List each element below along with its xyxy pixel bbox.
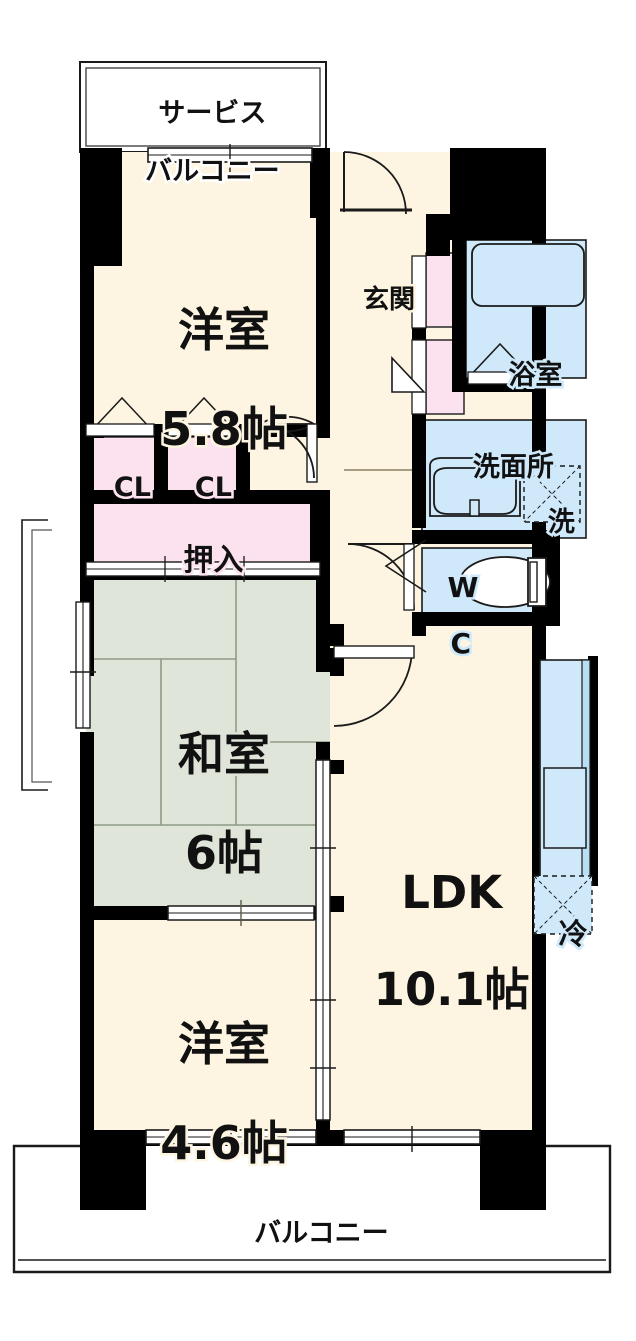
wall-toilet-bottom xyxy=(412,612,560,626)
wall-kitchen-top xyxy=(532,624,546,662)
wall-outer-left-bay-top xyxy=(80,500,94,572)
doors xyxy=(85,151,545,727)
closet-left-fill xyxy=(85,436,161,492)
wall-ldk-left-upper xyxy=(330,624,344,646)
wall-corridor-right-mid xyxy=(412,398,426,528)
window-ldk-bottom xyxy=(343,1126,481,1152)
washbasin xyxy=(429,457,521,517)
ldk-floor xyxy=(340,624,546,1142)
wall-corridor-left xyxy=(316,148,330,438)
sliding-partition-bedroom-ldk xyxy=(310,759,336,1121)
closet-right-fill xyxy=(166,436,242,492)
wall-bottom-left-corner-2 xyxy=(80,1146,146,1210)
window-entrance-side xyxy=(411,255,427,415)
wall-ldk-left-lower xyxy=(330,760,344,774)
wall-bedroom-south-right-bottom xyxy=(316,1118,330,1144)
bathtub xyxy=(471,243,585,307)
wall-washroom-bottom xyxy=(412,530,560,544)
refrigerator-space xyxy=(533,875,593,935)
door-bath xyxy=(467,342,545,385)
bedroom-north-floor xyxy=(86,152,330,430)
bay-window-washitsu xyxy=(21,519,96,791)
door-ldk xyxy=(333,645,415,727)
wall-closet-bottom xyxy=(80,490,326,504)
wall-closet-divider xyxy=(154,430,168,494)
wall-entrance-top xyxy=(450,148,546,240)
washitsu-floor xyxy=(86,578,330,908)
fusuma-washitsu-bedroom-south xyxy=(167,900,315,926)
wall-bath-left xyxy=(452,240,466,378)
door-bedroom-north xyxy=(256,415,318,483)
oshiire-doors xyxy=(85,556,321,582)
kitchen-counter xyxy=(539,659,591,887)
wall-outer-left-upper xyxy=(80,148,94,566)
washing-machine-pan xyxy=(523,465,581,523)
wall-washitsu-right-upper xyxy=(316,566,330,672)
wall-ldk-sep xyxy=(330,896,344,912)
wall-entrance-upper-right xyxy=(426,214,450,256)
door-washroom xyxy=(391,355,426,393)
door-entrance xyxy=(340,151,412,215)
window-bedroom-north-top xyxy=(147,144,313,172)
wall-washitsu-bottom-left xyxy=(80,906,170,920)
closet-fills xyxy=(85,252,465,569)
window-bedroom-south-bottom xyxy=(145,1126,317,1152)
oshiire-fill xyxy=(85,499,321,569)
windows xyxy=(21,144,481,1152)
wall-toilet-right xyxy=(546,544,560,626)
wall-outer-left-lower xyxy=(80,732,94,1150)
wall-kitchen-right xyxy=(588,656,598,886)
balcony-outline xyxy=(12,1144,612,1274)
closet-door-marks xyxy=(85,396,237,437)
wall-ldk-top-left xyxy=(412,612,426,636)
bedroom-south-floor xyxy=(86,920,330,1142)
fixtures xyxy=(429,243,593,935)
wall-bottom-right-corner-2 xyxy=(480,1146,546,1210)
wall-closet-right-end xyxy=(236,430,250,494)
entrance-closet-mark xyxy=(384,539,427,593)
wall-oshiire-right xyxy=(310,490,330,576)
toilet-fixture xyxy=(459,556,551,608)
